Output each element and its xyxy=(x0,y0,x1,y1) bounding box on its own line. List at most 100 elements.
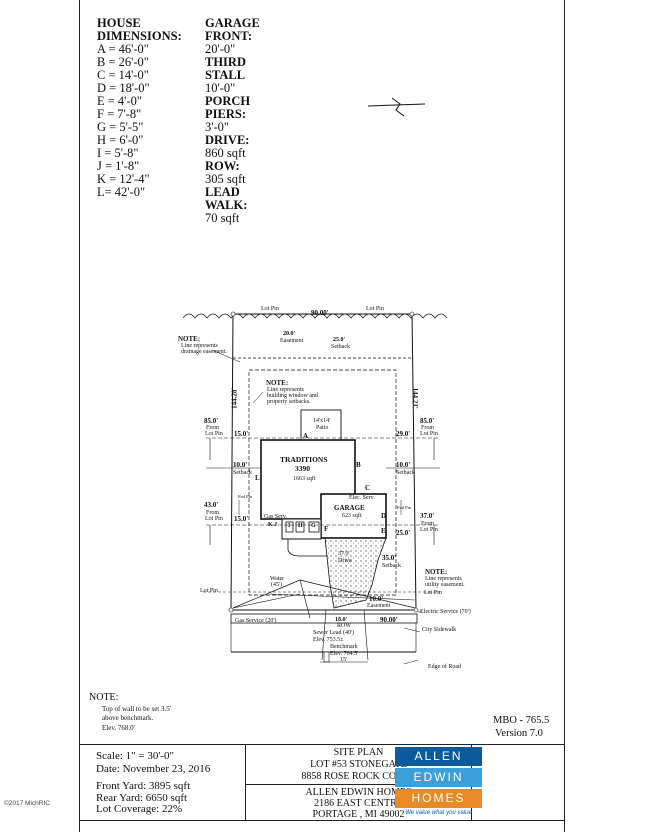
patio-label: Patio xyxy=(316,425,329,431)
label-f: F xyxy=(324,525,329,533)
lead-walk-h2: WALK: xyxy=(205,198,248,212)
left-10-dim: 10.0' xyxy=(233,461,248,469)
left-lot-dim: 144.28' xyxy=(230,387,239,409)
garage-front-val: 20'-0" xyxy=(205,42,236,56)
label-l: L xyxy=(255,474,260,482)
third-stall-val: 10'-0" xyxy=(205,81,236,95)
dim-i: I = 5'-8" xyxy=(97,146,139,160)
left-15-dim-b: 15.0' xyxy=(234,515,249,523)
dim-j: J = 1'-8" xyxy=(97,159,140,173)
lot-label: LOT #53 STONEGATE xyxy=(310,759,407,770)
patio-size: 14'x14' xyxy=(313,418,331,424)
dim-l: L= 42'-0" xyxy=(97,185,146,199)
note3-title: NOTE: xyxy=(425,568,448,576)
left-43-from: From xyxy=(206,510,220,516)
dim-e: E = 4'-0" xyxy=(97,94,142,108)
logo-band-homes: HOMES xyxy=(395,789,482,808)
left-43-lotpin: Lot Pin xyxy=(205,516,223,522)
bottom-lot-dim: 90.00' xyxy=(380,616,398,624)
right-85-lotpin: Lot Pin xyxy=(420,431,438,437)
right-10-setback: Setback xyxy=(396,470,415,476)
building-setback-window xyxy=(248,369,397,596)
right-37-dim: 37.0' xyxy=(420,512,435,520)
gas-line xyxy=(269,593,416,601)
setback-35-dim: 35.0' xyxy=(382,554,397,562)
house-sqft: 1663 sqft xyxy=(293,476,316,482)
setback-35-label: Setback xyxy=(382,563,401,569)
mbo-value: MBO - 765.5 xyxy=(493,715,550,726)
label-b: B xyxy=(356,461,361,469)
note2-title: NOTE: xyxy=(266,379,289,387)
street-label: 2186 EAST CENTRE xyxy=(314,798,403,809)
front-yard-label: Front Yard: 3895 sqft xyxy=(96,780,191,792)
house-dimensions-block: HOUSE DIMENSIONS: A = 46'-0" B = 26'-0" … xyxy=(97,17,182,199)
porch-val: 3'-0" xyxy=(205,120,230,134)
gas-serv-short: Gas Serv. xyxy=(264,514,287,520)
easement-20-dim: 20.0' xyxy=(283,331,296,337)
patio xyxy=(300,409,342,441)
easement-label: Easement xyxy=(280,338,304,344)
electric-line xyxy=(299,579,416,609)
right-85-dim: 85.0' xyxy=(420,417,435,425)
dim-g: G = 5'-5" xyxy=(97,120,144,134)
garage-info-block: GARAGE FRONT: 20'-0" THIRD STALL 10'-0" … xyxy=(205,17,260,225)
drive-h: DRIVE: xyxy=(205,133,250,147)
label-a: A xyxy=(303,432,309,440)
lot-pin-label-bl: Lot Pin xyxy=(200,588,218,594)
dim-15: 15' xyxy=(340,657,348,663)
city-sidewalk xyxy=(230,613,418,624)
easement-10-dim: 10.0' xyxy=(369,595,384,603)
row-label: ROW xyxy=(337,623,351,629)
note2-line3: property setbacks. xyxy=(267,399,311,405)
fnd-pin-right: Fnd Pin xyxy=(397,505,412,510)
garage-sqft: 623 sqft xyxy=(342,513,362,519)
date-label: Date: November 23, 2016 xyxy=(96,763,211,775)
sewer-elev: Elev. 753.5± xyxy=(313,637,344,643)
drive-label: Drive xyxy=(338,558,352,564)
left-15-dim-a: 15.0' xyxy=(234,430,249,438)
address-label: 8858 ROSE ROCK COURT xyxy=(301,771,416,782)
garage-name: GARAGE xyxy=(334,504,365,512)
tree-line xyxy=(182,313,448,319)
rear-yard-label: Rear Yard: 6650 sqft xyxy=(96,792,188,804)
third-stall-h1: THIRD xyxy=(205,55,246,69)
benchmark-label: Benchmark xyxy=(330,644,358,650)
porch-h2: PIERS: xyxy=(205,107,246,121)
garage-front-h2: FRONT: xyxy=(205,29,252,43)
drawing-sheet-border xyxy=(79,0,565,832)
sewer-lead-label: Sewer Lead (40') xyxy=(313,630,355,636)
title-block-right xyxy=(472,745,564,821)
label-g: G xyxy=(311,523,316,529)
title-block-left: Scale: 1" = 30'-0" Date: November 23, 20… xyxy=(80,745,246,821)
allen-edwin-logo: ALLEN EDWIN HOMES xyxy=(395,747,482,809)
electric-service-label: Electric Service (70') xyxy=(420,609,471,615)
right-lot-dim: 144.21' xyxy=(410,387,419,409)
porch-h1: PORCH xyxy=(205,94,251,108)
lot-pin-label-tr: Lot Pin xyxy=(366,306,384,312)
house-number: 3390 xyxy=(295,464,310,473)
city-sidewalk-label: City Sidewalk xyxy=(422,627,457,633)
gas-service-label: Gas Service (20') xyxy=(235,618,277,624)
edge-of-road-label: Edge of Road xyxy=(428,664,461,670)
lot-coverage-label: Lot Coverage: 22% xyxy=(96,803,183,815)
dim-f: F = 7'-8" xyxy=(97,107,142,121)
lead-walk xyxy=(287,539,328,557)
left-85-from: From xyxy=(206,425,220,431)
left-43-dim: 43.0' xyxy=(204,501,219,509)
row-h: ROW: xyxy=(205,159,240,173)
dim-a: A = 46'-0" xyxy=(97,42,149,56)
lead-walk-val: 70 sqft xyxy=(205,211,240,225)
row-val: 305 sqft xyxy=(205,172,246,186)
label-h: H xyxy=(298,523,303,529)
water-length: (45') xyxy=(271,582,283,588)
logo-tagline: We value what you value xyxy=(405,810,472,816)
water-label: Water xyxy=(270,576,285,582)
bottom-note-line1: Top of wall to be set 3.5' xyxy=(102,705,172,713)
note2-line1: Line represents xyxy=(267,387,304,393)
drive-dim: 37.0' xyxy=(338,551,350,557)
right-29-dim: 29.0' xyxy=(396,430,411,438)
setback-label: Setback xyxy=(331,344,350,350)
note2-line2: building window and xyxy=(267,393,318,399)
bottom-note-title: NOTE: xyxy=(89,692,119,703)
